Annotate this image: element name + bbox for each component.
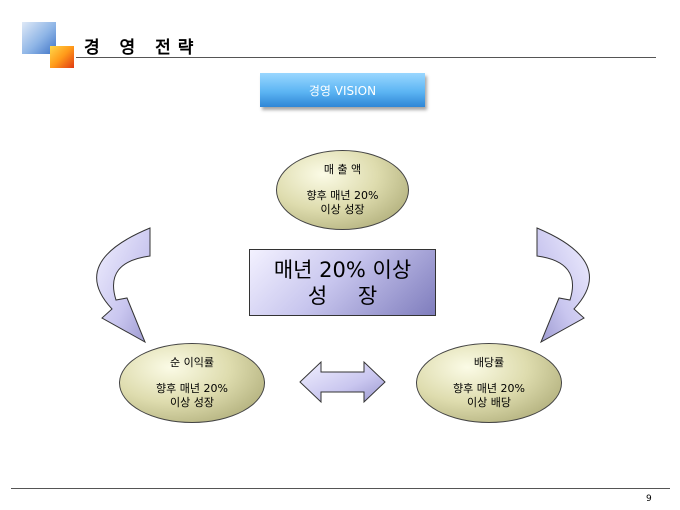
center-goal-line1: 매년 20% 이상 — [273, 257, 412, 282]
center-goal-line2: 성 장 — [307, 283, 390, 308]
goal-dividend-head: 배당률 — [473, 356, 505, 369]
double-arrow — [299, 360, 386, 404]
goal-dividend-line1: 향후 매년 20% — [453, 382, 525, 395]
center-goal-box: 매년 20% 이상 성 장 — [249, 249, 436, 316]
goal-net-profit-head: 순 이익률 — [170, 356, 214, 369]
goal-dividend-line2: 이상 배당 — [467, 396, 511, 409]
goal-revenue-head: 매 출 액 — [323, 163, 362, 176]
goal-net-profit-line2: 이상 성장 — [170, 396, 214, 409]
goal-net-profit-line1: 향후 매년 20% — [156, 382, 228, 395]
goal-dividend: 배당률 향후 매년 20% 이상 배당 — [416, 343, 562, 423]
vision-label: 경영 VISION — [308, 83, 377, 98]
logo-mark — [22, 22, 74, 68]
vision-banner: 경영 VISION — [260, 73, 425, 107]
page-number: 9 — [646, 494, 652, 504]
logo-orange-square — [50, 46, 74, 68]
header-divider — [76, 57, 656, 58]
goal-revenue: 매 출 액 향후 매년 20% 이상 성장 — [276, 150, 409, 230]
page-title: 경 영 전략 — [84, 38, 201, 58]
curved-arrow-right — [536, 227, 590, 344]
goal-net-profit: 순 이익률 향후 매년 20% 이상 성장 — [119, 343, 265, 423]
goal-revenue-line1: 향후 매년 20% — [306, 189, 379, 202]
footer-divider — [11, 488, 670, 489]
goal-revenue-line2: 이상 성장 — [320, 203, 365, 216]
curved-arrow-left — [96, 227, 151, 344]
